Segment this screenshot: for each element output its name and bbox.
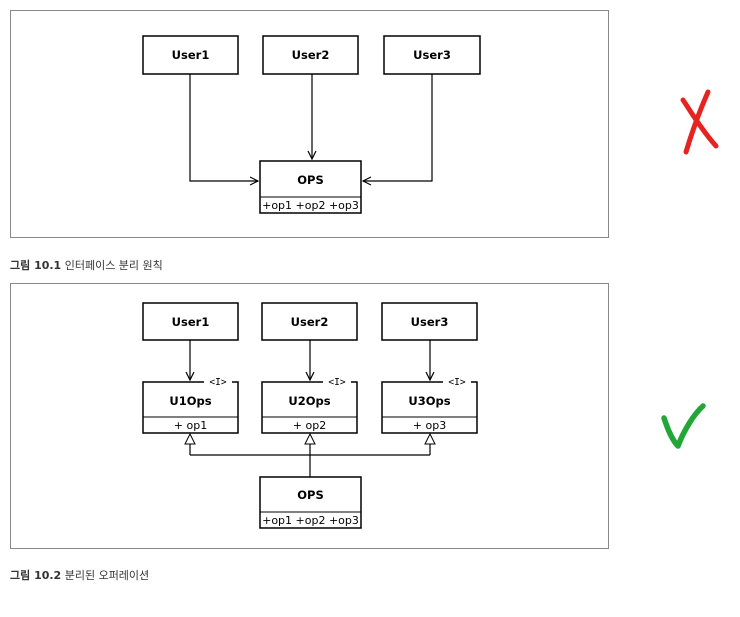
fig2-user2-label: User2 [291,315,329,329]
fig2-user3-label: User3 [411,315,449,329]
fig2-user2-box: User2 [261,302,358,341]
fig2-u2ops-operations: + op2 [293,419,326,432]
fig2-ops-operations: +op1 +op2 +op3 [262,514,359,527]
fig1-user2-label: User2 [292,48,330,62]
figure-1-caption-number: 그림 10.1 [10,259,62,272]
red-x-mark-icon [680,89,719,155]
realization-triangle-u2 [304,432,316,445]
fig2-user1-box: User1 [142,302,239,341]
fig2-user3-box: User3 [381,302,478,341]
fig2-u1ops-operations: + op1 [174,419,207,432]
fig1-ops-label: OPS [297,173,324,187]
figure-2-caption: 그림 10.2 분리된 오퍼레이션 [10,567,149,583]
fig2-u1ops-label: U1Ops [169,394,211,408]
figure-1-caption-text: 인터페이스 분리 원칙 [61,259,163,272]
fig1-user3-label: User3 [413,48,451,62]
fig1-user2-box: User2 [262,35,359,75]
fig1-ops-operations: +op1 +op2 +op3 [262,199,359,212]
green-check-mark-icon [661,403,706,449]
fig2-ops-label: OPS [297,488,324,502]
fig2-u1ops-stereotype: <I> [209,377,226,388]
fig2-u2ops-stereotype: <I> [328,377,345,388]
realization-triangle-u3 [424,432,436,445]
fig2-u2ops-label: U2Ops [288,394,330,408]
figure-1-caption: 그림 10.1 인터페이스 분리 원칙 [10,257,163,273]
fig2-u2ops-interface: <I> U2Ops + op2 [261,376,358,434]
fig1-user1-label: User1 [172,48,210,62]
fig2-u3ops-operations: + op3 [413,419,446,432]
fig1-edge-user3-ops [363,74,433,181]
fig2-u3ops-stereotype: <I> [448,377,465,388]
figure-2-caption-number: 그림 10.2 [10,569,62,582]
fig2-u3ops-label: U3Ops [408,394,450,408]
fig1-user3-box: User3 [383,35,481,75]
fig2-ops-box: OPS +op1 +op2 +op3 [259,476,362,529]
fig2-u1ops-interface: <I> U1Ops + op1 [142,376,239,434]
fig2-u3ops-interface: <I> U3Ops + op3 [381,376,478,434]
realization-triangle-u1 [184,432,196,445]
fig1-ops-box: OPS +op1 +op2 +op3 [259,160,362,214]
fig1-user1-box: User1 [142,35,239,75]
fig2-realization-edges [184,432,436,477]
fig2-user1-label: User1 [172,315,210,329]
fig1-edge-user1-ops [189,74,258,181]
figure-2-caption-text: 분리된 오퍼레이션 [61,569,150,582]
